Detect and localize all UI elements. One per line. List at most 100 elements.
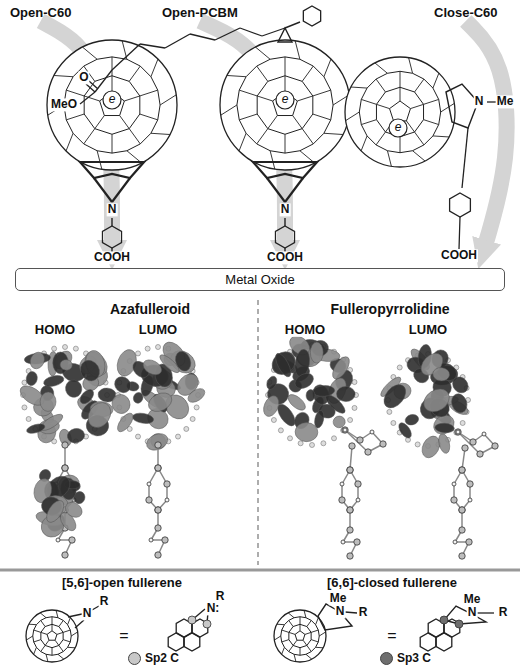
equals-sign: = bbox=[386, 627, 397, 645]
atom-ball bbox=[146, 497, 152, 503]
orbital-lobe bbox=[419, 384, 453, 416]
bond bbox=[297, 96, 312, 101]
atom-ball bbox=[452, 482, 456, 486]
atom-ball bbox=[459, 467, 465, 473]
orbital-lobe bbox=[66, 427, 86, 445]
bond bbox=[68, 647, 76, 648]
atom-ball bbox=[356, 498, 360, 502]
bond bbox=[240, 28, 262, 36]
legend-entry: Sp3 C bbox=[380, 651, 431, 665]
orbital-lobes bbox=[17, 348, 117, 448]
bond bbox=[462, 128, 468, 188]
atom-label: N bbox=[474, 95, 485, 108]
atom-label: O bbox=[78, 71, 89, 84]
bond bbox=[288, 613, 294, 618]
atom-ball bbox=[147, 482, 151, 486]
bond bbox=[285, 22, 300, 28]
atom-ball bbox=[26, 417, 31, 422]
atom-ball bbox=[332, 436, 337, 441]
atom-ball bbox=[203, 620, 211, 628]
atom-ball bbox=[155, 442, 161, 448]
atom-label: N bbox=[280, 203, 291, 216]
bond bbox=[215, 28, 240, 40]
bond bbox=[307, 645, 311, 651]
atom-ball bbox=[370, 430, 374, 434]
atom-label: Me bbox=[463, 593, 482, 606]
bond bbox=[400, 87, 401, 101]
bond bbox=[41, 632, 47, 634]
bond bbox=[255, 47, 270, 59]
flow-arrow bbox=[466, 21, 507, 246]
orbital-lobe bbox=[265, 375, 279, 391]
orbital-lobe bbox=[432, 367, 450, 382]
equals-sign: = bbox=[118, 627, 129, 645]
bond bbox=[424, 120, 439, 125]
orbital-lobe bbox=[63, 499, 85, 520]
bond bbox=[68, 614, 82, 617]
bond bbox=[390, 101, 411, 121]
atom-ball bbox=[339, 497, 345, 503]
bond bbox=[140, 114, 158, 120]
orbital-lobe bbox=[141, 357, 165, 378]
orbital-lobe bbox=[329, 354, 352, 382]
bond bbox=[295, 631, 305, 640]
atom-ball bbox=[188, 616, 196, 624]
orbital-lobe bbox=[313, 385, 335, 397]
atom-label: Me bbox=[329, 592, 348, 605]
bond bbox=[262, 28, 285, 36]
atom-label: N bbox=[335, 605, 346, 618]
atom-ball bbox=[190, 417, 195, 422]
orbital-lobe bbox=[43, 498, 67, 526]
bond bbox=[41, 624, 63, 647]
bond bbox=[361, 99, 376, 104]
orbital-lobes bbox=[35, 495, 85, 542]
bond bbox=[190, 34, 215, 40]
atom-ball bbox=[352, 380, 357, 385]
bond bbox=[289, 624, 311, 647]
atom-ball bbox=[347, 507, 353, 513]
bond bbox=[476, 612, 494, 613]
section-heading: Fulleropyrrolidine bbox=[329, 302, 450, 317]
bond bbox=[227, 75, 246, 76]
legend-entry: Sp2 C bbox=[128, 651, 179, 665]
electron-symbol: e bbox=[281, 93, 290, 106]
orbital-lobe bbox=[261, 393, 282, 418]
bond bbox=[102, 226, 121, 248]
atom-ball bbox=[155, 465, 161, 471]
molecule-title: Open-PCBM bbox=[160, 4, 240, 21]
bond bbox=[376, 79, 385, 92]
bond bbox=[239, 133, 246, 151]
bond bbox=[361, 120, 376, 125]
orbital-lobe bbox=[292, 370, 316, 391]
orbital-lobe bbox=[273, 351, 294, 379]
orbital-label: HOMO bbox=[34, 323, 76, 337]
bond bbox=[267, 178, 285, 202]
bond bbox=[313, 114, 331, 120]
atom-ball bbox=[477, 451, 483, 457]
bond bbox=[59, 645, 63, 651]
bond bbox=[444, 606, 486, 624]
bond bbox=[63, 640, 70, 642]
bond bbox=[277, 624, 285, 625]
bond bbox=[112, 178, 130, 202]
atom-ball bbox=[357, 437, 363, 443]
structure-heading: [6,6]-closed fullerene bbox=[326, 576, 458, 590]
bond bbox=[302, 129, 313, 144]
atom-ball bbox=[155, 465, 161, 471]
atom-ball bbox=[271, 418, 276, 423]
bond bbox=[52, 617, 53, 625]
bond bbox=[400, 137, 401, 153]
atom-ball bbox=[391, 421, 396, 426]
group-label: COOH bbox=[266, 251, 304, 264]
section-heading: Azafulleroid bbox=[109, 302, 191, 317]
bond bbox=[282, 640, 289, 642]
bond bbox=[151, 59, 158, 77]
legend-text: Sp2 C bbox=[145, 651, 179, 665]
atom-ball bbox=[62, 465, 68, 471]
bond bbox=[441, 103, 455, 112]
bond bbox=[306, 654, 312, 659]
atom-ball bbox=[73, 346, 78, 351]
orbital-lobe bbox=[59, 359, 73, 371]
orbital-lobe bbox=[132, 391, 145, 405]
bond bbox=[34, 630, 41, 632]
